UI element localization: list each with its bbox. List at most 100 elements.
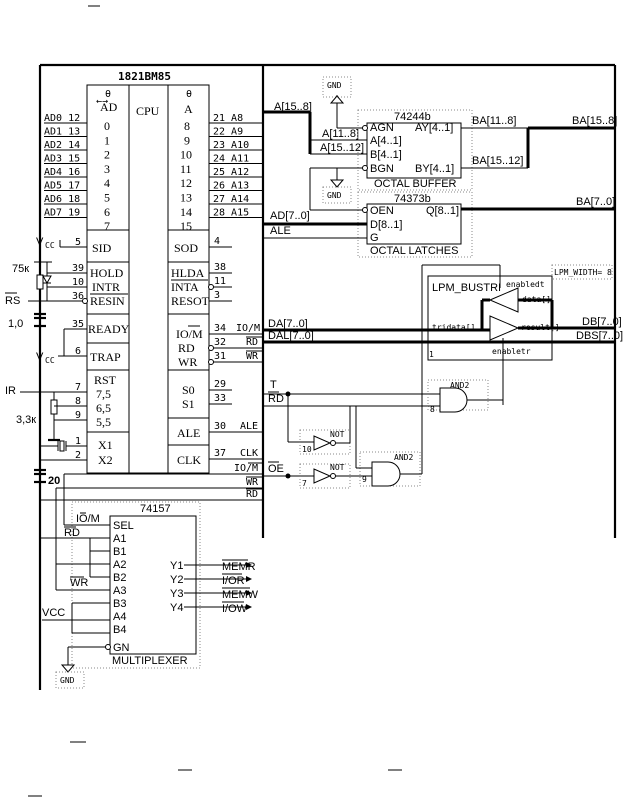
svg-text:θ: θ (186, 89, 192, 100)
svg-text:WR: WR (246, 477, 259, 488)
svg-text:BA[11..8]: BA[11..8] (472, 115, 516, 127)
svg-text:OCTAL LATCHES: OCTAL LATCHES (370, 245, 458, 257)
svg-text:ALE: ALE (270, 225, 291, 237)
sig-inta: INTA (171, 280, 199, 294)
sig-sod: SOD (174, 241, 198, 255)
mux-out-y2: Y2 (170, 574, 183, 586)
svg-text:34: 34 (214, 323, 226, 334)
ad-pin-7: AD7 19 (44, 208, 80, 219)
svg-text:V: V (36, 351, 44, 363)
svg-text:T: T (270, 379, 277, 391)
sig-ready: READY (88, 322, 130, 336)
svg-text:V: V (36, 236, 44, 248)
svg-text:75к: 75к (12, 263, 29, 275)
left-passives: V CC 75к RS 1,0 V CC IR 3,3к (5, 236, 67, 487)
svg-text:5: 5 (75, 237, 81, 248)
a-bit-15: 15 (180, 219, 192, 233)
sig-trap: TRAP (90, 350, 121, 364)
ad-header: AD (100, 100, 118, 114)
a-pin-4: 25 A12 (213, 167, 249, 178)
sig-rst65: 6,5 (96, 401, 111, 415)
ad-bit-1: 1 (104, 133, 110, 147)
mux-out-y3: Y3 (170, 588, 183, 600)
cpu-part-name: 1821ВМ85 (118, 70, 171, 83)
svg-text:33: 33 (214, 393, 226, 404)
svg-text:MEMW: MEMW (222, 589, 259, 601)
svg-text:36: 36 (72, 291, 84, 302)
sig-x2: X2 (98, 453, 113, 467)
svg-text:4: 4 (214, 236, 220, 247)
svg-text:10: 10 (302, 445, 312, 454)
octal-latches: 74373b OEN D[8..1] G Q[8..1] OCTAL LATCH… (263, 191, 615, 258)
svg-text:11: 11 (214, 276, 226, 287)
svg-text:B[4..1]: B[4..1] (370, 149, 402, 161)
a-bit-9: 9 (184, 133, 190, 147)
svg-text:VCC: VCC (42, 607, 65, 619)
svg-text:1: 1 (429, 350, 434, 359)
svg-text:D[8..1]: D[8..1] (370, 219, 402, 231)
svg-text:29: 29 (214, 379, 226, 390)
mux-in-b4: B4 (113, 624, 126, 636)
sig-hlda: HLDA (171, 266, 205, 280)
svg-text:30: 30 (214, 421, 226, 432)
frame (38, 63, 617, 690)
svg-text:MULTIPLEXER: MULTIPLEXER (112, 655, 188, 667)
sig-rd: RD (178, 341, 195, 355)
svg-text:RD: RD (246, 337, 258, 348)
sig-resin: RESIN (90, 294, 125, 308)
cpu-left-pins: 5 39 10 36 35 6 7 8 9 1 2 (20, 237, 88, 461)
svg-text:MEMR: MEMR (222, 561, 256, 573)
a-pin-7: 28 A15 (213, 208, 249, 219)
a-bit-14: 14 (180, 205, 192, 219)
svg-text:θ: θ (105, 89, 111, 100)
svg-text:32: 32 (214, 337, 226, 348)
sig-wr: WR (178, 355, 197, 369)
svg-text:31: 31 (214, 351, 226, 362)
svg-text:6: 6 (75, 346, 81, 357)
svg-text:I/OW: I/OW (222, 603, 248, 615)
svg-text:2: 2 (75, 450, 81, 461)
svg-text:I/OR: I/OR (222, 575, 245, 587)
svg-text:DAL[7..0]: DAL[7..0] (268, 330, 314, 342)
svg-text:IO/M: IO/M (76, 513, 100, 525)
svg-text:BGN: BGN (370, 163, 394, 175)
svg-text:A[15..8]: A[15..8] (274, 101, 312, 113)
a-bit-12: 12 (180, 176, 192, 190)
sig-intr: INTR (92, 280, 120, 294)
svg-text:RD: RD (64, 527, 80, 539)
a-bit-8: 8 (184, 119, 190, 133)
sig-clk: CLK (177, 453, 201, 467)
a-header: A (184, 102, 193, 116)
mux-in-a3: A3 (113, 585, 126, 597)
svg-text:G: G (370, 232, 379, 244)
sig-rst55: 5,5 (96, 415, 111, 429)
svg-text:ALE: ALE (240, 421, 258, 432)
svg-text:74157: 74157 (140, 503, 171, 515)
svg-text:CC: CC (45, 241, 55, 250)
svg-text:3: 3 (214, 290, 220, 301)
ad-pin-2: AD2 14 (44, 140, 80, 151)
ad-bit-0: 0 (104, 119, 110, 133)
svg-text:enabletr: enabletr (492, 347, 531, 356)
sig-s1: S1 (182, 397, 195, 411)
svg-text:39: 39 (72, 263, 84, 274)
svg-text:37: 37 (214, 448, 226, 459)
svg-text:A[11..8]: A[11..8] (322, 128, 359, 140)
svg-text:LPM_WIDTH= 8: LPM_WIDTH= 8 (554, 268, 612, 277)
sig-resot: RESOT (171, 294, 210, 308)
svg-text:GND: GND (60, 676, 75, 685)
svg-text:GND: GND (327, 191, 342, 200)
sig-s0: S0 (182, 383, 195, 397)
svg-text:DA[7..0]: DA[7..0] (268, 318, 308, 330)
svg-text:IO/M: IO/M (236, 323, 260, 334)
svg-text:AND2: AND2 (394, 453, 413, 462)
svg-text:CC: CC (45, 356, 55, 365)
svg-text:AD[7..0]: AD[7..0] (270, 210, 310, 222)
a-pin-3: 24 A11 (213, 154, 249, 165)
svg-text:9: 9 (75, 410, 81, 421)
svg-text:enabledt: enabledt (506, 280, 545, 289)
ad-pin-4: AD4 16 (44, 167, 80, 178)
svg-text:BA[15..12]: BA[15..12] (472, 155, 523, 167)
